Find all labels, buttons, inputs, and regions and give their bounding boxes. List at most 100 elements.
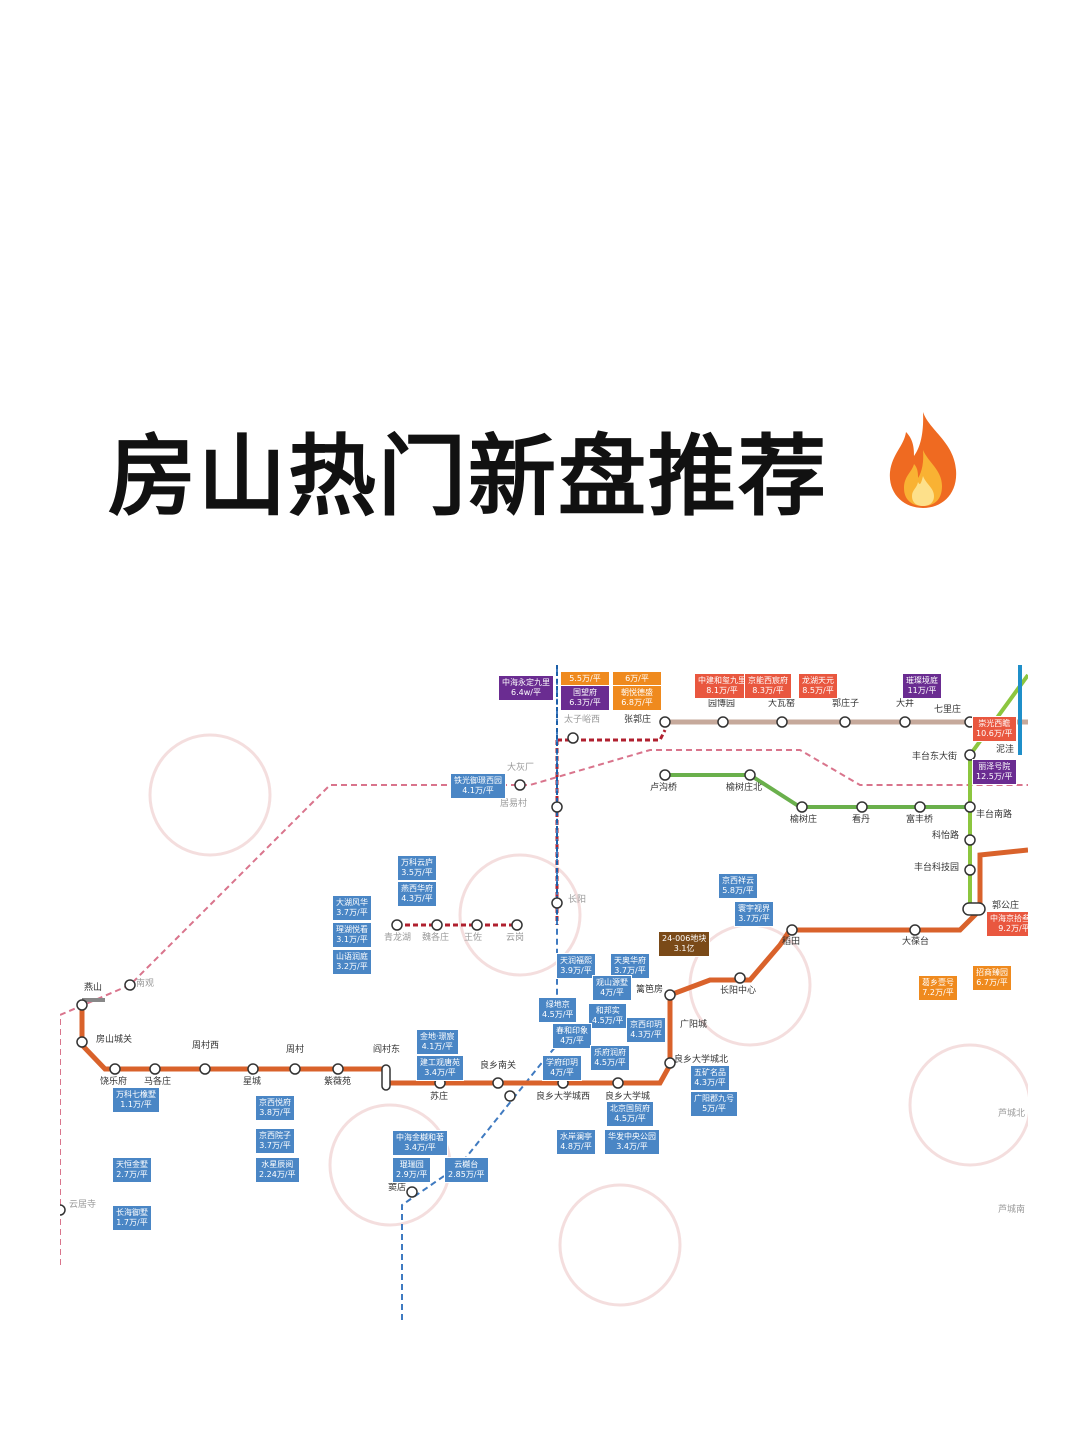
station-label: 丰台东大街: [912, 752, 958, 762]
station-label: 房山城关: [96, 1035, 133, 1045]
station-label: 长阳中心: [720, 986, 757, 996]
station-label: 良乡大学城北: [674, 1055, 729, 1065]
station-label: 良乡南关: [480, 1061, 517, 1071]
station-label: 郭庄子: [832, 699, 860, 709]
station-label: 园博园: [708, 699, 736, 709]
station-label: 太子峪西: [564, 715, 601, 725]
station-label: 云岗: [506, 933, 525, 943]
station-label: 丰台南路: [976, 810, 1013, 820]
station-label: 郭公庄: [992, 901, 1020, 911]
station-label: 良乡大学城西: [536, 1092, 591, 1102]
station-label: 稻田: [782, 937, 801, 947]
station-label: 窦店: [388, 1183, 407, 1193]
station-label: 丰台科技园: [914, 863, 960, 873]
station-label: 星城: [243, 1077, 262, 1087]
station-label: 篱笆房: [636, 985, 664, 995]
station-label: 榆树庄: [790, 815, 818, 825]
station-label: 七里庄: [934, 705, 962, 715]
station-label: 居易村: [500, 799, 528, 809]
station-label: 富丰桥: [906, 815, 934, 825]
station-label: 魏各庄: [422, 933, 450, 943]
station-label: 青龙湖: [384, 933, 412, 943]
station-label: 良乡大学城: [605, 1092, 651, 1102]
title-banner: 房山热门新盘推荐: [0, 400, 1080, 528]
metro-map: 燕山 房山城关 饶乐府 马各庄 周村西 星城 周村 紫薇苑 阎村东 苏庄 良乡南…: [60, 665, 1028, 1325]
station-label: 芦城南: [998, 1205, 1026, 1215]
station-label: 大井: [896, 699, 915, 709]
project-tag[interactable]: 中海京拾叁号9.2万/平: [986, 911, 1028, 937]
station-label: 紫薇苑: [324, 1077, 352, 1087]
station-label: 芦城北: [998, 1109, 1026, 1119]
station-label: 苏庄: [430, 1092, 449, 1102]
station-label: 长阳: [568, 895, 587, 905]
station-label: 燕山: [84, 983, 103, 993]
station-label: 科怡路: [932, 831, 960, 841]
station-label: 云居寺: [69, 1200, 97, 1210]
station-label: 周村: [286, 1045, 305, 1055]
station-label: 王佐: [464, 933, 483, 943]
station-label: 广阳城: [680, 1020, 708, 1030]
fire-icon: [889, 412, 957, 508]
page-title: 房山热门新盘推荐: [108, 425, 829, 528]
map-lines: [60, 665, 1028, 1320]
station-label: 看丹: [852, 815, 871, 825]
station-label: 周村西: [192, 1041, 220, 1051]
station-label: 马各庄: [144, 1077, 172, 1087]
station-label: 泥洼: [996, 745, 1015, 755]
station-label: 卢沟桥: [650, 783, 678, 793]
station-label: 榆树庄北: [726, 783, 763, 793]
station-label: 大瓦窑: [768, 699, 796, 709]
station-label: 阎村东: [373, 1045, 401, 1055]
station-label: 饶乐府: [100, 1077, 128, 1087]
station-label: 南观: [136, 979, 155, 989]
station-label: 张郭庄: [624, 715, 652, 725]
station-label: 大灰厂: [507, 763, 535, 773]
station-label: 大葆台: [902, 937, 930, 947]
